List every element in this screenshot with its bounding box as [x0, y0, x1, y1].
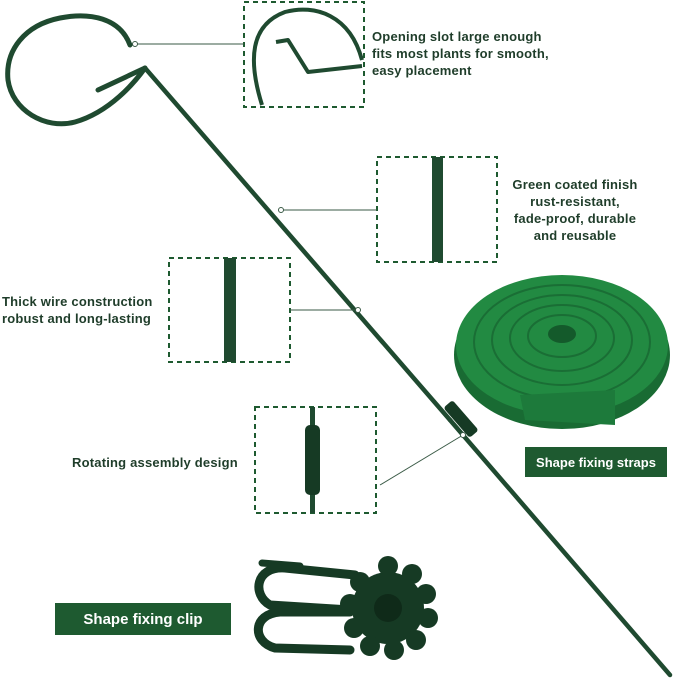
detail-box-rotating [254, 406, 377, 514]
callout-line: rust-resistant, [530, 194, 620, 209]
callout-line: Rotating assembly design [72, 455, 238, 470]
strap-roll-image [454, 275, 670, 429]
callout-opening-slot: Opening slot large enough fits most plan… [372, 28, 572, 79]
callout-line: and reusable [533, 228, 617, 243]
callout-line: fits most plants for smooth, [372, 46, 549, 61]
plant-stake [5, 13, 673, 678]
badge-straps: Shape fixing straps [525, 447, 667, 477]
callout-green-coated: Green coated finish rust-resistant, fade… [500, 176, 650, 244]
flower-clip-image [253, 556, 438, 660]
detail-box-wire [168, 257, 291, 363]
callout-rotating: Rotating assembly design [72, 454, 252, 471]
badge-clip: Shape fixing clip [55, 603, 231, 635]
leader-lines [132, 41, 466, 486]
callout-line: Thick wire construction [2, 294, 153, 309]
callout-line: easy placement [372, 63, 472, 78]
callout-line: Green coated finish [512, 177, 638, 192]
detail-box-coating [376, 156, 498, 263]
rotating-joint [444, 401, 478, 437]
detail-box-opening [243, 1, 365, 108]
callout-line: robust and long-lasting [2, 311, 152, 326]
callout-line: fade-proof, durable [513, 211, 637, 226]
callout-thick-wire: Thick wire construction robust and long-… [2, 293, 172, 327]
callout-line: Opening slot large enough [372, 29, 542, 44]
